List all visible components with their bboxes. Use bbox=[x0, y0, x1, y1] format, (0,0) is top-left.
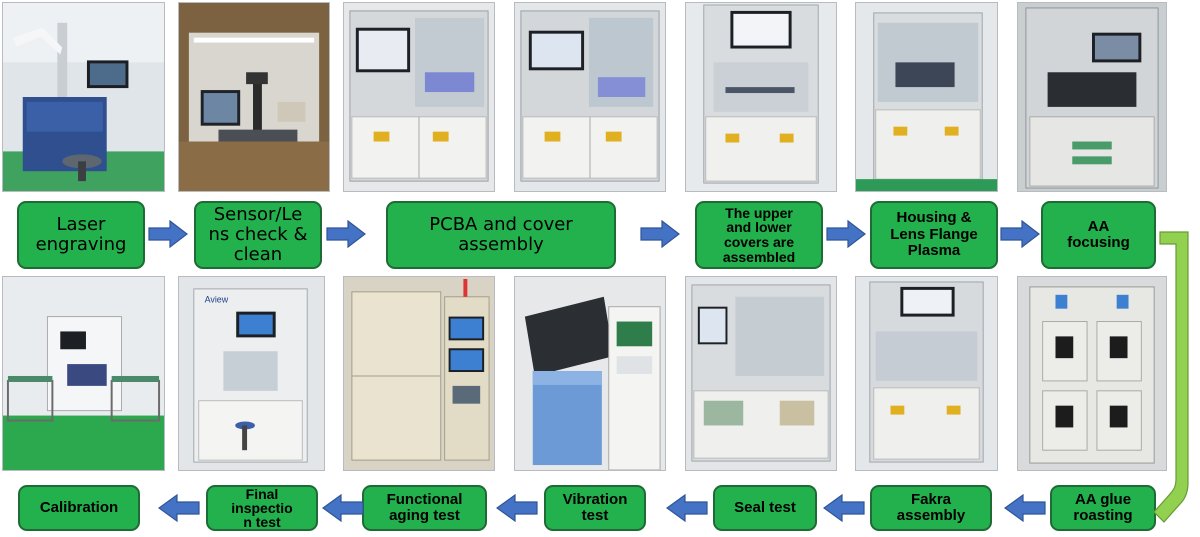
arrow-right-icon bbox=[148, 220, 188, 248]
photo-brand-text: Aview bbox=[205, 295, 229, 305]
arrow-left-icon bbox=[823, 494, 865, 522]
arrow-left-icon bbox=[158, 494, 200, 522]
arrow-left-icon bbox=[666, 494, 708, 522]
photo-pcba-assembly-2 bbox=[514, 2, 666, 192]
step-label: AA glue roasting bbox=[1073, 490, 1133, 524]
photo-glue-roasting bbox=[1017, 276, 1167, 471]
photo-seal-test bbox=[685, 276, 837, 471]
photo-calibration bbox=[2, 276, 165, 471]
photo-pcba-assembly bbox=[343, 2, 495, 192]
step-label: Functional aging test bbox=[386, 490, 463, 524]
arrow-right-icon bbox=[640, 220, 680, 248]
return-arrow-icon bbox=[1153, 231, 1189, 523]
photo-vibration-test bbox=[514, 276, 666, 471]
photo-plasma bbox=[855, 2, 998, 192]
step-label: Vibration test bbox=[562, 490, 628, 524]
arrow-right-icon bbox=[326, 220, 366, 248]
step-label: Calibration bbox=[39, 498, 119, 516]
step-calibration: Calibration bbox=[18, 485, 140, 531]
arrow-left-icon bbox=[1004, 494, 1046, 522]
arrow-right-icon bbox=[826, 220, 866, 248]
step-label: Fakra assembly bbox=[896, 490, 966, 524]
step-aa-focusing: AA focusing bbox=[1041, 201, 1156, 269]
photo-final-inspection: Aview bbox=[178, 276, 325, 471]
photo-aa-focusing bbox=[1017, 2, 1167, 192]
step-label: PCBA and cover assembly bbox=[429, 214, 573, 255]
photo-cover-assembly bbox=[685, 2, 837, 192]
step-final-inspection-test: Final inspectio n test bbox=[206, 485, 318, 531]
step-label: Final inspectio n test bbox=[231, 486, 293, 530]
photo-aging-test bbox=[343, 276, 495, 471]
arrow-left-icon bbox=[322, 494, 364, 522]
step-sensor-lens-check: Sensor/Le ns check & clean bbox=[194, 201, 322, 269]
step-seal-test: Seal test bbox=[713, 485, 817, 531]
step-label: Housing & Lens Flange Plasma bbox=[890, 209, 978, 260]
step-housing-plasma: Housing & Lens Flange Plasma bbox=[870, 201, 998, 269]
step-aa-glue-roasting: AA glue roasting bbox=[1050, 485, 1156, 531]
step-vibration-test: Vibration test bbox=[544, 485, 646, 531]
step-label: The upper and lower covers are assembled bbox=[722, 204, 796, 265]
step-label: Laser engraving bbox=[35, 214, 127, 255]
step-functional-aging-test: Functional aging test bbox=[362, 485, 487, 531]
arrow-right-icon bbox=[1000, 220, 1040, 248]
step-laser-engraving: Laser engraving bbox=[17, 201, 145, 269]
step-label: Seal test bbox=[734, 498, 796, 516]
photo-laser-engraving bbox=[2, 2, 165, 192]
step-label: AA focusing bbox=[1067, 217, 1130, 251]
step-pcba-cover-assembly: PCBA and cover assembly bbox=[386, 201, 616, 269]
step-label: Sensor/Le ns check & clean bbox=[208, 204, 308, 265]
step-upper-lower-covers: The upper and lower covers are assembled bbox=[695, 201, 823, 269]
photo-fakra-assembly bbox=[855, 276, 998, 471]
step-fakra-assembly: Fakra assembly bbox=[870, 485, 992, 531]
arrow-left-icon bbox=[496, 494, 538, 522]
photo-sensor-lens-check bbox=[178, 2, 330, 192]
